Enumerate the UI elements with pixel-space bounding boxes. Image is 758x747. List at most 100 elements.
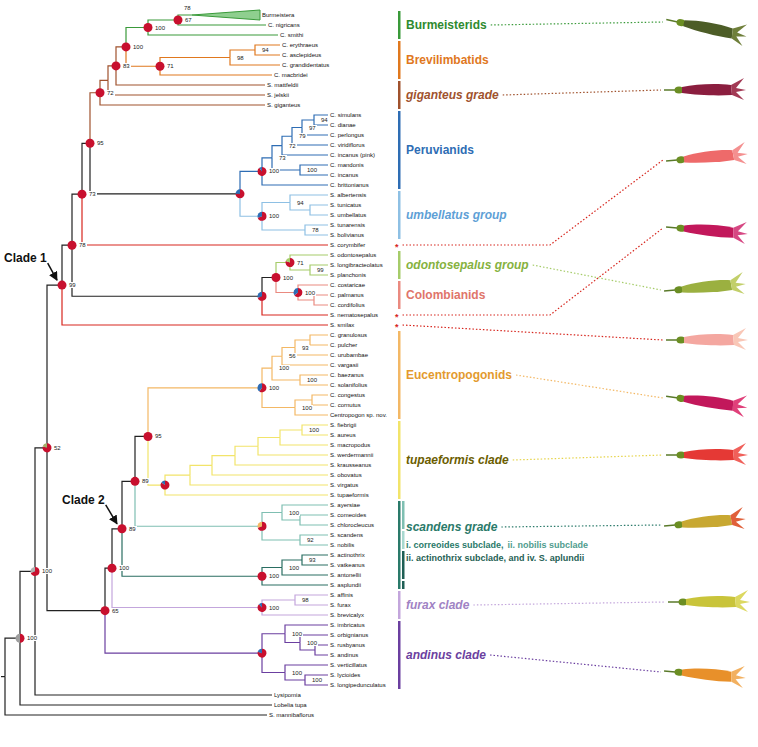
taxon-label: S. virgatus <box>330 482 358 488</box>
flower-illustration <box>664 8 749 47</box>
flower-lobes <box>732 142 749 165</box>
taxon-label: S. fiebrigii <box>330 422 356 428</box>
support-value: 100 <box>288 565 300 571</box>
flower-tube <box>684 449 734 460</box>
clade-name: ii. nobilis subclade <box>508 541 589 550</box>
asterisk-mark: * <box>395 243 399 252</box>
node-pie <box>108 564 117 573</box>
node-pie <box>68 241 77 250</box>
pie-slice <box>122 42 131 51</box>
taxon-label: S. affinis <box>330 592 353 598</box>
clade-name: furax clade <box>406 599 469 611</box>
support-value: 78 <box>311 227 320 233</box>
node-pie <box>144 432 153 441</box>
clade-bar <box>402 581 405 589</box>
support-value: 100 <box>291 631 303 637</box>
clade-name: scandens grade <box>406 521 497 533</box>
tree-branch <box>262 634 285 653</box>
support-value: 100 <box>291 670 303 676</box>
taxon-label: S. brevicalyx <box>330 612 364 618</box>
support-value: 92 <box>306 537 315 543</box>
taxon-label: S. vatkeanus <box>330 562 365 568</box>
tree-branch <box>262 653 285 672</box>
tree-branch <box>262 296 328 315</box>
pie-slice <box>259 167 262 172</box>
pie-slice <box>257 292 262 298</box>
support-value: 56 <box>288 353 297 359</box>
support-value: 100 <box>26 635 38 641</box>
callout-arrow <box>106 505 117 524</box>
support-value: 100 <box>306 167 318 173</box>
taxon-label: S. scandens <box>330 532 363 538</box>
leader-line <box>491 22 663 25</box>
clade-name: i. correoides subclade, <box>406 541 504 550</box>
pie-slice <box>294 288 302 297</box>
flower-lobes <box>730 507 747 530</box>
clade-name: Colombianids <box>406 289 485 301</box>
pie-slice <box>16 634 21 643</box>
support-value: 93 <box>308 557 317 563</box>
node-pie <box>257 212 266 221</box>
support-value: 94 <box>320 117 329 123</box>
clade-bar <box>398 501 401 589</box>
clade-callout: Clade 1 <box>4 252 47 264</box>
taxon-label: C. mandonis <box>330 162 364 168</box>
node-pie <box>285 258 294 267</box>
tree-branch <box>148 436 165 485</box>
taxon-label: S. planchonis <box>330 272 366 278</box>
pie-slice <box>78 190 87 199</box>
taxon-label: C. palmanus <box>330 292 364 298</box>
flower-tube <box>681 279 732 295</box>
taxon-label: S. macropodus <box>330 442 370 448</box>
support-value: 100 <box>304 290 316 296</box>
support-value: 100 <box>288 510 300 516</box>
pie-slice <box>96 88 105 97</box>
taxon-label: C. pulcher <box>330 342 357 348</box>
node-pie <box>131 477 140 486</box>
leader-line <box>403 160 663 245</box>
taxon-label: C. congestus <box>330 392 365 398</box>
tree-branch <box>112 529 122 568</box>
tree-branch <box>82 143 90 194</box>
taxon-label: C. nigricans <box>268 22 300 28</box>
node-pie <box>257 383 266 392</box>
flower-tube <box>682 667 733 683</box>
node-pie <box>42 443 51 452</box>
tree-branch <box>20 638 272 705</box>
flower-tube <box>682 84 732 95</box>
flower-lobes <box>730 665 747 688</box>
tree-branch <box>135 436 148 481</box>
taxon-label: S. actinothrix <box>330 552 365 558</box>
support-value: 78 <box>78 242 87 248</box>
clade-name: Eucentropogonids <box>406 369 512 381</box>
pie-slice <box>286 258 290 263</box>
tree-branch <box>235 446 258 455</box>
taxon-label: S. mannibaflorus <box>269 712 314 718</box>
flower-tube <box>683 149 734 165</box>
pie-slice <box>258 522 267 531</box>
tree-branch <box>90 143 240 194</box>
flower-illustration <box>666 443 748 465</box>
taxon-label: S. chlorocleucus <box>330 522 374 528</box>
taxon-label: S. jelskii <box>267 92 289 98</box>
clade-name: giganteus grade <box>406 89 499 101</box>
taxon-label: S. lycioides <box>330 672 360 678</box>
tree-branch <box>105 611 262 653</box>
flower-lobes <box>732 221 749 244</box>
pie-slice <box>293 288 298 295</box>
clade-bar <box>398 111 401 189</box>
node-pie <box>16 634 25 643</box>
tree-branch <box>240 194 262 216</box>
taxon-label: C. viridiflorus <box>330 142 365 148</box>
tree-branch <box>5 638 20 676</box>
clade-bar <box>398 281 401 309</box>
node-pie <box>122 42 131 51</box>
support-value: 100 <box>41 568 53 574</box>
node-pie <box>174 16 183 25</box>
pie-slice <box>236 189 245 198</box>
tree-branch <box>262 526 300 540</box>
asterisk-mark: * <box>395 323 399 332</box>
node-pie <box>144 23 153 32</box>
node-pie <box>258 572 267 581</box>
tree-branch <box>280 438 328 446</box>
